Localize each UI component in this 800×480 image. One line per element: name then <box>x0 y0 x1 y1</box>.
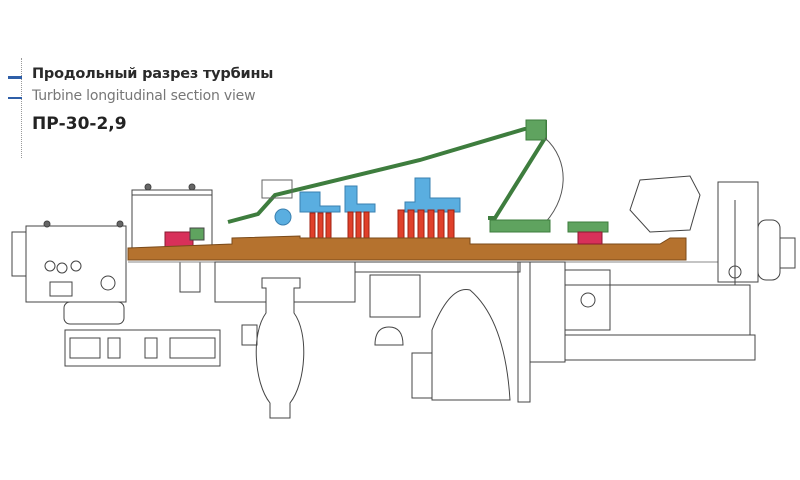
front-bearing-housing <box>131 183 213 293</box>
title-english: Turbine longitudinal section view <box>32 88 256 104</box>
rotor-shaft <box>127 235 687 261</box>
rotor-blades <box>309 209 455 239</box>
turbine-model: ПР-30-2,9 <box>32 114 127 134</box>
rear-coupling <box>717 181 796 285</box>
title-russian: Продольный разрез турбины <box>32 66 274 82</box>
lower-structures <box>214 261 566 419</box>
title-marker <box>8 76 22 79</box>
turbine-casing <box>227 119 564 233</box>
rear-bearing-housing <box>564 175 756 361</box>
margin-guide-line <box>21 58 22 158</box>
diaphragms <box>274 177 461 226</box>
subtitle-marker <box>8 97 22 99</box>
front-housing <box>11 220 221 367</box>
